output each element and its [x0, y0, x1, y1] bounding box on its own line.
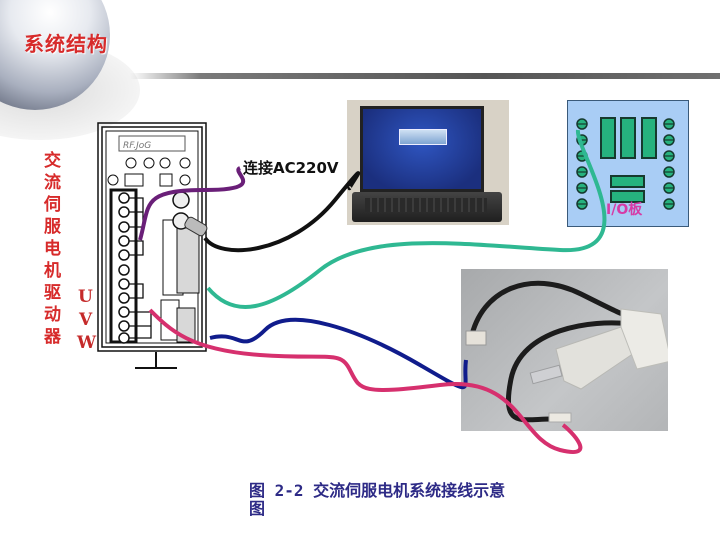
- servo-driver-schematic: RF.JoG: [97, 122, 208, 369]
- laptop-screen: [360, 106, 484, 192]
- slide-title: 系统结构: [24, 32, 108, 56]
- io-board-graphic: [576, 117, 675, 210]
- svg-text:RF.JoG: RF.JoG: [123, 141, 151, 151]
- terminal-label-w: W: [77, 333, 97, 353]
- servo-motor-photo: [461, 269, 672, 431]
- encoder-cable: [209, 317, 468, 390]
- power-label: 连接AC220V: [243, 159, 339, 177]
- login-dialog: [399, 129, 447, 145]
- laptop-keyboard: [365, 198, 487, 212]
- power-cable: [138, 166, 246, 241]
- servo-motor-graphic: [465, 280, 672, 423]
- io-cable: [206, 129, 607, 309]
- laptop-photo: [347, 100, 509, 225]
- caption-line-2: 图: [249, 499, 266, 518]
- driver-label: 交流伺服电机驱动器: [44, 151, 61, 347]
- pc-cable: [203, 171, 361, 253]
- terminal-label-u: U: [78, 287, 93, 307]
- io-board-label: I/O板: [606, 202, 643, 218]
- terminal-label-v: V: [79, 310, 93, 330]
- motor-power-cable: [148, 308, 583, 454]
- header-rule: [130, 73, 720, 79]
- figure-caption: 图 2-2 交流伺服电机系统接线示意 图: [249, 482, 569, 518]
- caption-line-1: 图 2-2 交流伺服电机系统接线示意: [249, 481, 506, 500]
